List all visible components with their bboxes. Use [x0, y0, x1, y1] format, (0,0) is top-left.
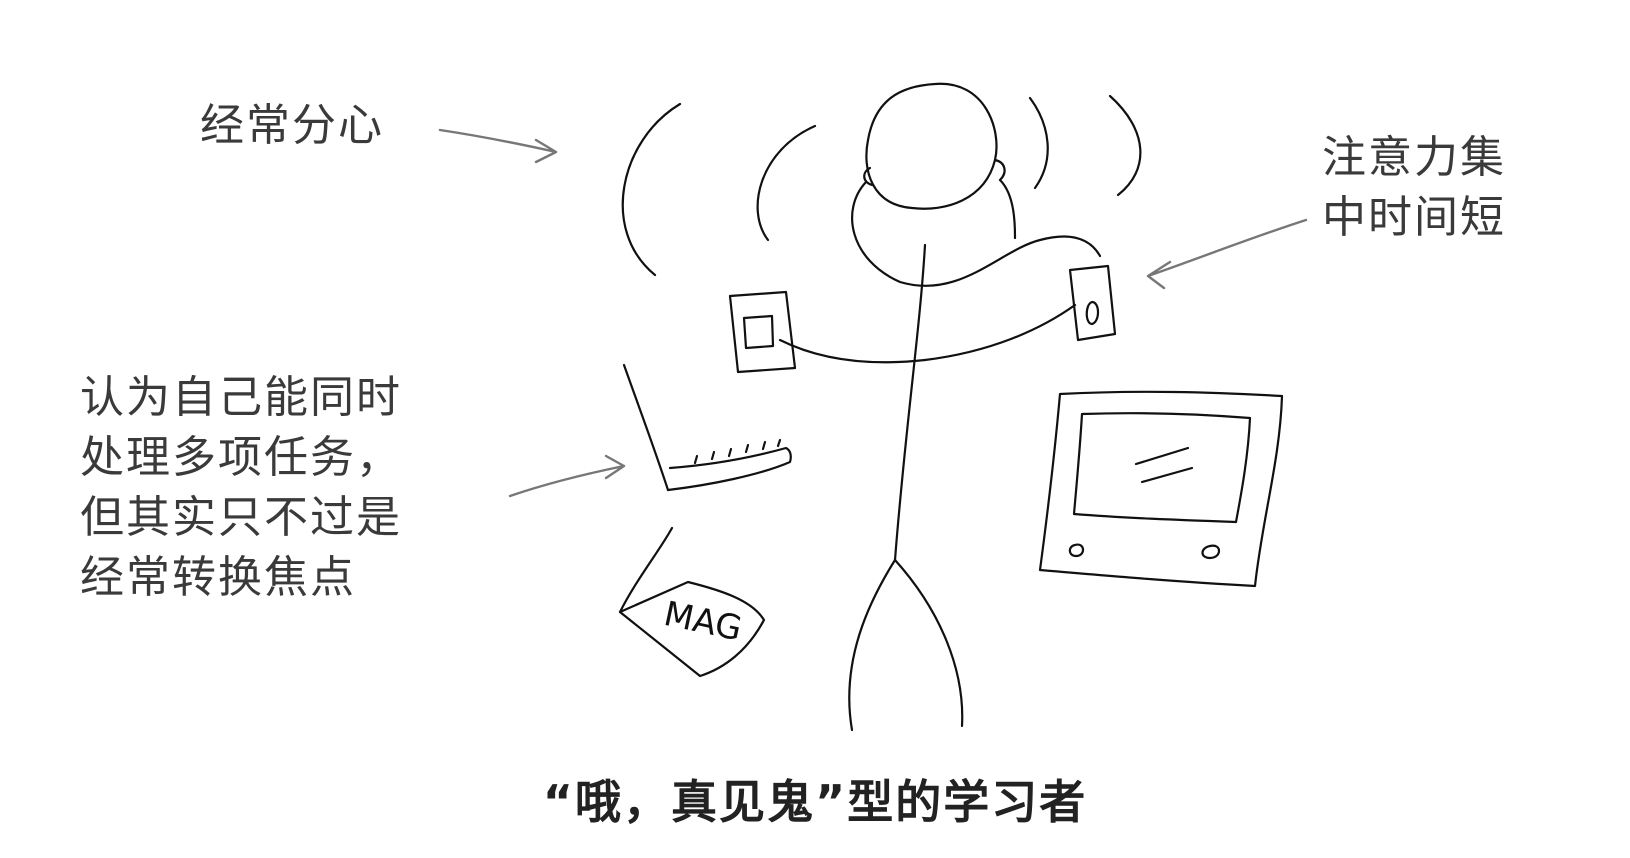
tv-frame — [1038, 390, 1284, 588]
stick-figure-leg-left — [848, 558, 897, 732]
tv-screen — [1072, 412, 1252, 524]
distraction-arc-left-outer — [621, 102, 682, 277]
laptop-base — [666, 446, 792, 492]
earphone-right — [993, 158, 1006, 182]
earphone-cable — [851, 180, 1102, 287]
label-multitask-line-4: 经常转换焦点 — [80, 552, 356, 603]
earphone-cable-right — [998, 178, 1017, 240]
magazine — [618, 580, 766, 678]
tv-knob-right — [1201, 544, 1221, 560]
laptop-keys — [693, 438, 782, 465]
stick-figure-arm-right — [923, 303, 1077, 362]
phone-left-hand — [728, 290, 797, 374]
distraction-arc-left-inner — [756, 124, 817, 242]
earphone-left — [863, 166, 874, 187]
music-player-wheel-icon — [1085, 300, 1100, 326]
stick-figure-leg-right — [893, 558, 964, 728]
stick-figure-arm-left — [778, 338, 927, 364]
music-player-right-hand — [1068, 264, 1117, 342]
phone-screen-icon — [742, 314, 775, 350]
label-short-attention-span: 注意力集 中时间短 — [1322, 128, 1506, 248]
arrow-distracted — [438, 128, 558, 164]
label-distracted: 经常分心 — [200, 96, 384, 156]
label-multitask-line-3: 但其实只不过是 — [80, 492, 402, 543]
arrow-multitask — [508, 454, 626, 498]
tv-screen-glare — [1134, 446, 1194, 484]
laptop-lid — [622, 363, 670, 492]
tv-knob-left — [1068, 543, 1085, 558]
label-distracted-text: 经常分心 — [200, 100, 384, 151]
figure-caption: “哦，真见鬼”型的学习者 — [542, 775, 1088, 829]
magazine-back-page — [618, 526, 674, 614]
stick-figure-head — [865, 82, 998, 210]
magazine-text: MAG — [660, 594, 745, 649]
label-multitasking: 认为自己能同时 处理多项任务， 但其实只不过是 经常转换焦点 — [80, 368, 402, 608]
label-multitask-line-1: 认为自己能同时 — [80, 372, 402, 423]
arrow-attention — [1146, 218, 1308, 290]
label-multitask-line-2: 处理多项任务， — [80, 432, 402, 483]
label-attention-line-1: 注意力集 — [1322, 132, 1506, 183]
label-attention-line-2: 中时间短 — [1322, 192, 1506, 243]
stick-figure-torso — [893, 243, 927, 562]
distraction-arc-right-inner — [1028, 96, 1049, 190]
distraction-arc-right-outer — [1108, 94, 1142, 197]
